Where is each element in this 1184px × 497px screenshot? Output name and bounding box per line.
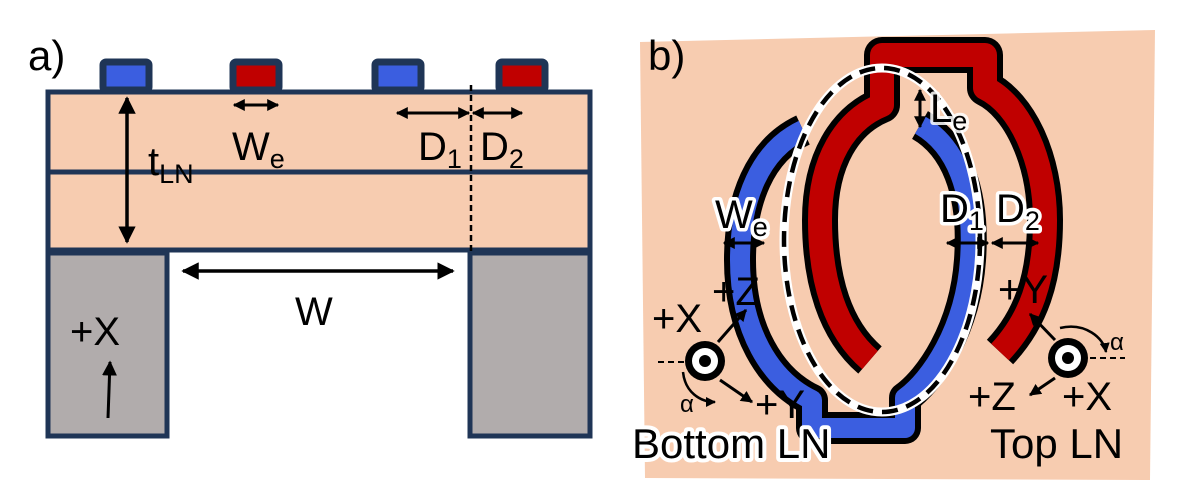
- svg-text:D2: D2: [996, 187, 1040, 236]
- blue-electrode-fill: [730, 116, 981, 438]
- x-axis-label-a: +X: [70, 310, 120, 354]
- electrode-red-1: [229, 58, 283, 94]
- d2-label-b: D2 D2: [993, 184, 1044, 240]
- electrode-blue-1: [99, 58, 153, 94]
- red-ring-electrode: [802, 37, 1063, 374]
- bottom-z-label: +Z: [712, 270, 760, 314]
- bottom-angle-arc: [681, 371, 716, 407]
- bottom-z-arrow: [716, 309, 748, 343]
- bottom-y-label: +Y: [755, 383, 805, 427]
- svg-text:We: We: [715, 193, 768, 242]
- svg-text:Le: Le: [930, 87, 967, 136]
- top-angle-arc: [1059, 325, 1110, 353]
- top-alpha-label: α: [1110, 329, 1124, 356]
- top-ln-axes: +Y +Z +X α: [968, 268, 1125, 419]
- panel-b: b) Le Le We We: [628, 30, 1155, 480]
- bottom-x-label: +X: [652, 297, 702, 341]
- red-electrode-fill: [808, 43, 1057, 370]
- we-label-b: We We: [712, 190, 772, 246]
- tln-label: tLN: [148, 140, 194, 189]
- blue-ring-electrode: [724, 111, 987, 444]
- top-y-label: +Y: [998, 268, 1048, 312]
- bottom-alpha-label: α: [680, 391, 694, 418]
- panel-b-label: b): [648, 32, 685, 79]
- svg-text:We: We: [715, 193, 768, 242]
- bottom-caption-halo: Bottom LN: [632, 420, 830, 467]
- w-label: W: [295, 290, 333, 334]
- bottom-caption: Bottom LN: [632, 420, 830, 467]
- we-label-a: We: [232, 125, 285, 174]
- substrate-right: [467, 250, 593, 439]
- d2-label-a: D2: [480, 125, 524, 174]
- electrode-blue-2: [371, 58, 425, 94]
- top-z-label: +Z: [968, 375, 1016, 419]
- electrode-red-2: [495, 58, 549, 94]
- svg-text:D2: D2: [996, 187, 1040, 236]
- svg-text:Le: Le: [930, 87, 967, 136]
- bottom-y-arrow: [719, 378, 753, 404]
- top-y-arrow: [1028, 312, 1057, 342]
- le-label: Le Le: [927, 84, 970, 139]
- panel-a-label: a): [28, 32, 65, 79]
- svg-text:D1: D1: [940, 187, 984, 236]
- d1-label-b: D1 D1: [937, 184, 988, 240]
- bottom-ln-axes: +X +Z +Y α: [652, 270, 805, 427]
- x-axis-arrow-a: [102, 360, 118, 419]
- top-x-label: +X: [1062, 375, 1112, 419]
- top-z-arrow: [1029, 376, 1056, 397]
- panel-a: a) We D1 D2 tLN W +X: [28, 32, 593, 439]
- top-caption: Top LN: [990, 420, 1123, 467]
- d1-label-a: D1: [418, 125, 462, 174]
- svg-text:D1: D1: [940, 187, 984, 236]
